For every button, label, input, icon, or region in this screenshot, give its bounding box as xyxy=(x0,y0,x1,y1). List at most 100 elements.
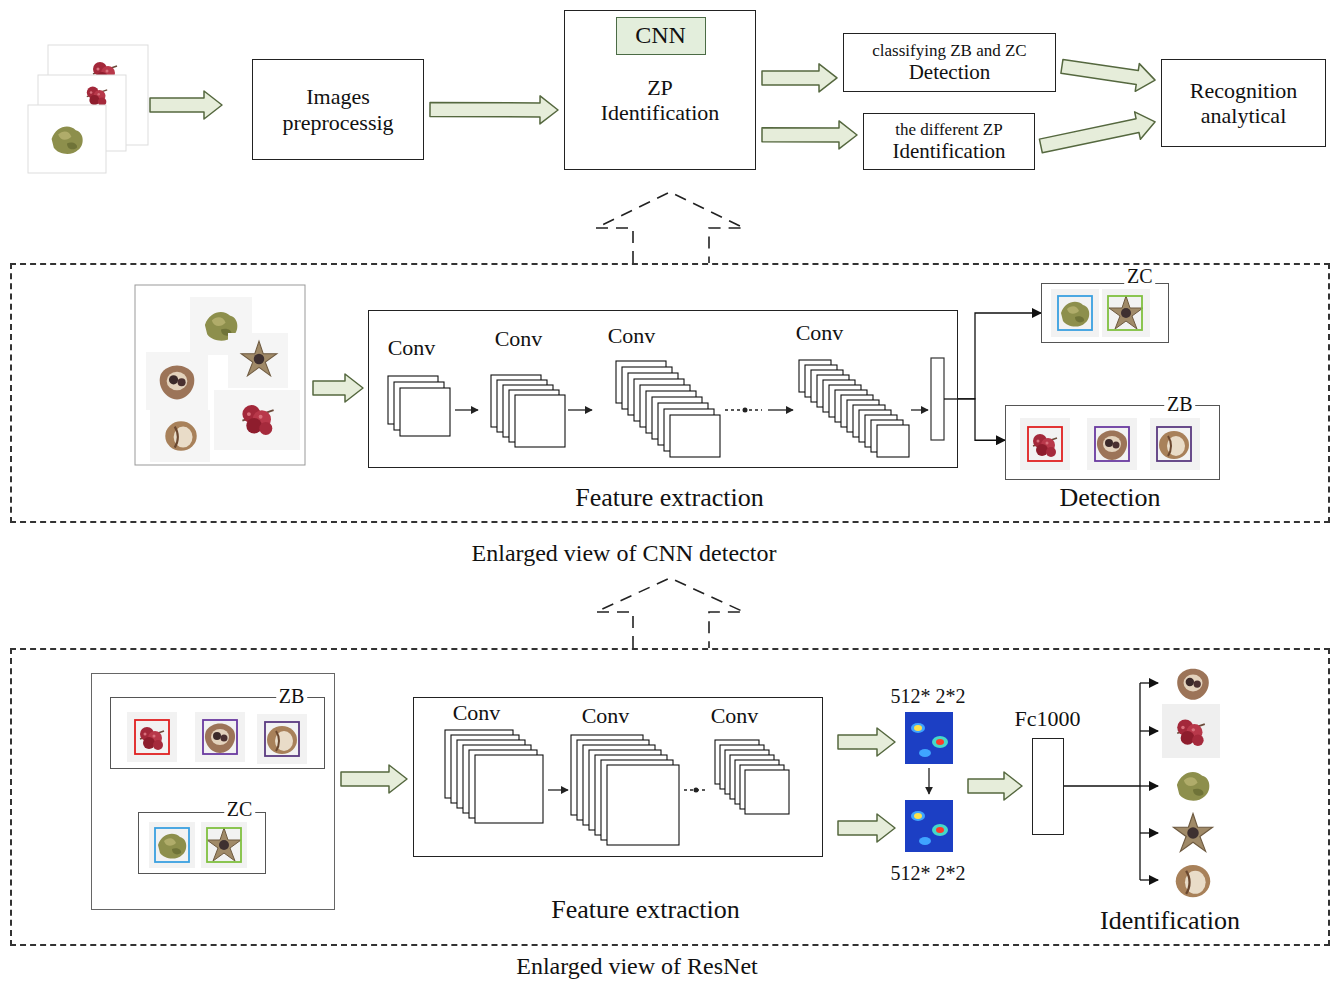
layer-label: Conv xyxy=(495,326,543,351)
detection-thumbnails xyxy=(127,712,177,762)
tensor-size: 512* 2*2 xyxy=(891,685,966,708)
block-arrow xyxy=(762,121,857,149)
block-arrow xyxy=(1061,59,1155,91)
detection-thumbnails xyxy=(265,722,299,756)
feature-map xyxy=(607,765,679,845)
small-flow-arrow xyxy=(568,409,592,410)
heatmap xyxy=(932,736,948,748)
process-box: ZP IdentificationCNN xyxy=(564,10,756,170)
feature-box: ConvConvConvFeature extraction xyxy=(413,697,823,857)
box-text: Identification xyxy=(892,139,1005,163)
detection-thumbnails xyxy=(207,828,241,861)
box-text: Recognition analytical xyxy=(1169,78,1319,129)
output-thumbnails xyxy=(1162,704,1220,758)
section-title: Detection xyxy=(1059,483,1160,513)
detection-thumbnails xyxy=(1087,418,1137,470)
output-thumbnails xyxy=(1177,669,1209,700)
layer-label: Conv xyxy=(796,320,844,345)
heatmap xyxy=(911,811,925,821)
connector-arrow xyxy=(958,313,1041,399)
conv-stack xyxy=(388,376,450,436)
group-label: ZC xyxy=(1124,265,1156,288)
detection-thumbnails xyxy=(201,822,247,868)
output-branch xyxy=(1140,785,1158,786)
section-title: Identification xyxy=(1100,906,1240,936)
heatmap xyxy=(932,824,948,836)
output-branch xyxy=(1139,683,1140,880)
block-arrow xyxy=(838,728,895,756)
process-box: Images preprocessig xyxy=(252,59,424,160)
output-branch xyxy=(1140,879,1158,880)
layer-label: Conv xyxy=(388,335,436,360)
box-text: Images preprocessig xyxy=(263,84,413,135)
heatmap xyxy=(914,725,922,731)
dot xyxy=(694,408,748,793)
panel-caption: Enlarged view of ResNet xyxy=(516,953,758,981)
class-group-box: ZC xyxy=(1041,283,1169,343)
sample-collage xyxy=(146,352,208,410)
block-arrow xyxy=(1039,112,1155,153)
box-text: classifying ZB and ZC xyxy=(872,41,1026,61)
detection-thumbnails xyxy=(1097,431,1127,461)
output-branch xyxy=(1140,730,1158,731)
output-box: classifying ZB and ZCDetection xyxy=(843,33,1056,92)
dot xyxy=(743,408,748,413)
connector-arrow xyxy=(958,399,1005,440)
detection-thumbnails xyxy=(1095,427,1129,461)
block-arrow xyxy=(150,91,1022,842)
layer-label: Fc1000 xyxy=(1015,706,1081,731)
conv-stack xyxy=(616,361,720,457)
detection-thumbnails xyxy=(1020,418,1070,470)
conv-stack xyxy=(491,375,565,447)
group-label: ZB xyxy=(1164,393,1196,416)
heatmap xyxy=(936,827,944,833)
detection-thumbnails xyxy=(1109,296,1143,329)
heatmap xyxy=(905,712,953,852)
conv-stack xyxy=(445,730,543,823)
detection-thumbnails xyxy=(1157,427,1191,461)
layer-label: Conv xyxy=(582,703,630,728)
result-box: Recognition analytical xyxy=(1161,59,1326,147)
sample-collage xyxy=(135,285,305,465)
block-arrow xyxy=(968,772,1022,800)
input-image-stack xyxy=(28,105,106,173)
section-title: Feature extraction xyxy=(551,895,739,925)
box-text: ZP Identification xyxy=(590,75,730,126)
small-flow-arrow xyxy=(911,409,928,410)
detection-thumbnails xyxy=(207,828,241,862)
detection-thumbnails xyxy=(1033,434,1057,457)
detection-thumbnails xyxy=(195,712,245,762)
feature-map xyxy=(745,770,789,814)
class-group-box: ZB xyxy=(1005,405,1220,480)
output-branch xyxy=(1064,785,1140,786)
feature-box: ConvConvConvConvFeature extraction xyxy=(368,310,958,468)
detection-thumbnails xyxy=(127,289,1200,868)
small-flow-arrow xyxy=(768,409,793,410)
heatmap xyxy=(936,739,944,745)
output-branch xyxy=(1140,682,1158,683)
heatmap xyxy=(911,723,925,733)
panel-caption: Enlarged view of CNN detector xyxy=(472,540,777,568)
detection-thumbnails xyxy=(155,828,189,862)
class-group-box: ZB xyxy=(110,697,325,769)
sample-collage xyxy=(228,333,288,388)
group-label: ZC xyxy=(224,798,256,821)
heatmap xyxy=(905,712,953,764)
sample-collage xyxy=(135,285,305,465)
detection-thumbnails xyxy=(203,720,237,754)
heatmap xyxy=(919,837,931,845)
fc-bar xyxy=(931,358,958,440)
heatmap xyxy=(919,749,931,757)
input-image-stack xyxy=(28,45,148,173)
sample-collage xyxy=(242,405,273,435)
detection-thumbnails xyxy=(1159,431,1189,459)
group-label: ZB xyxy=(276,685,308,708)
output-box: the different ZPIdentification xyxy=(863,113,1035,170)
detection-thumbnails xyxy=(1061,302,1089,327)
feature-map xyxy=(475,755,543,823)
output-thumbnails xyxy=(1173,813,1212,851)
output-thumbnails xyxy=(1162,669,1220,897)
fc-bar xyxy=(931,358,944,440)
conv-stack xyxy=(715,740,789,814)
detection-thumbnails xyxy=(267,726,297,754)
